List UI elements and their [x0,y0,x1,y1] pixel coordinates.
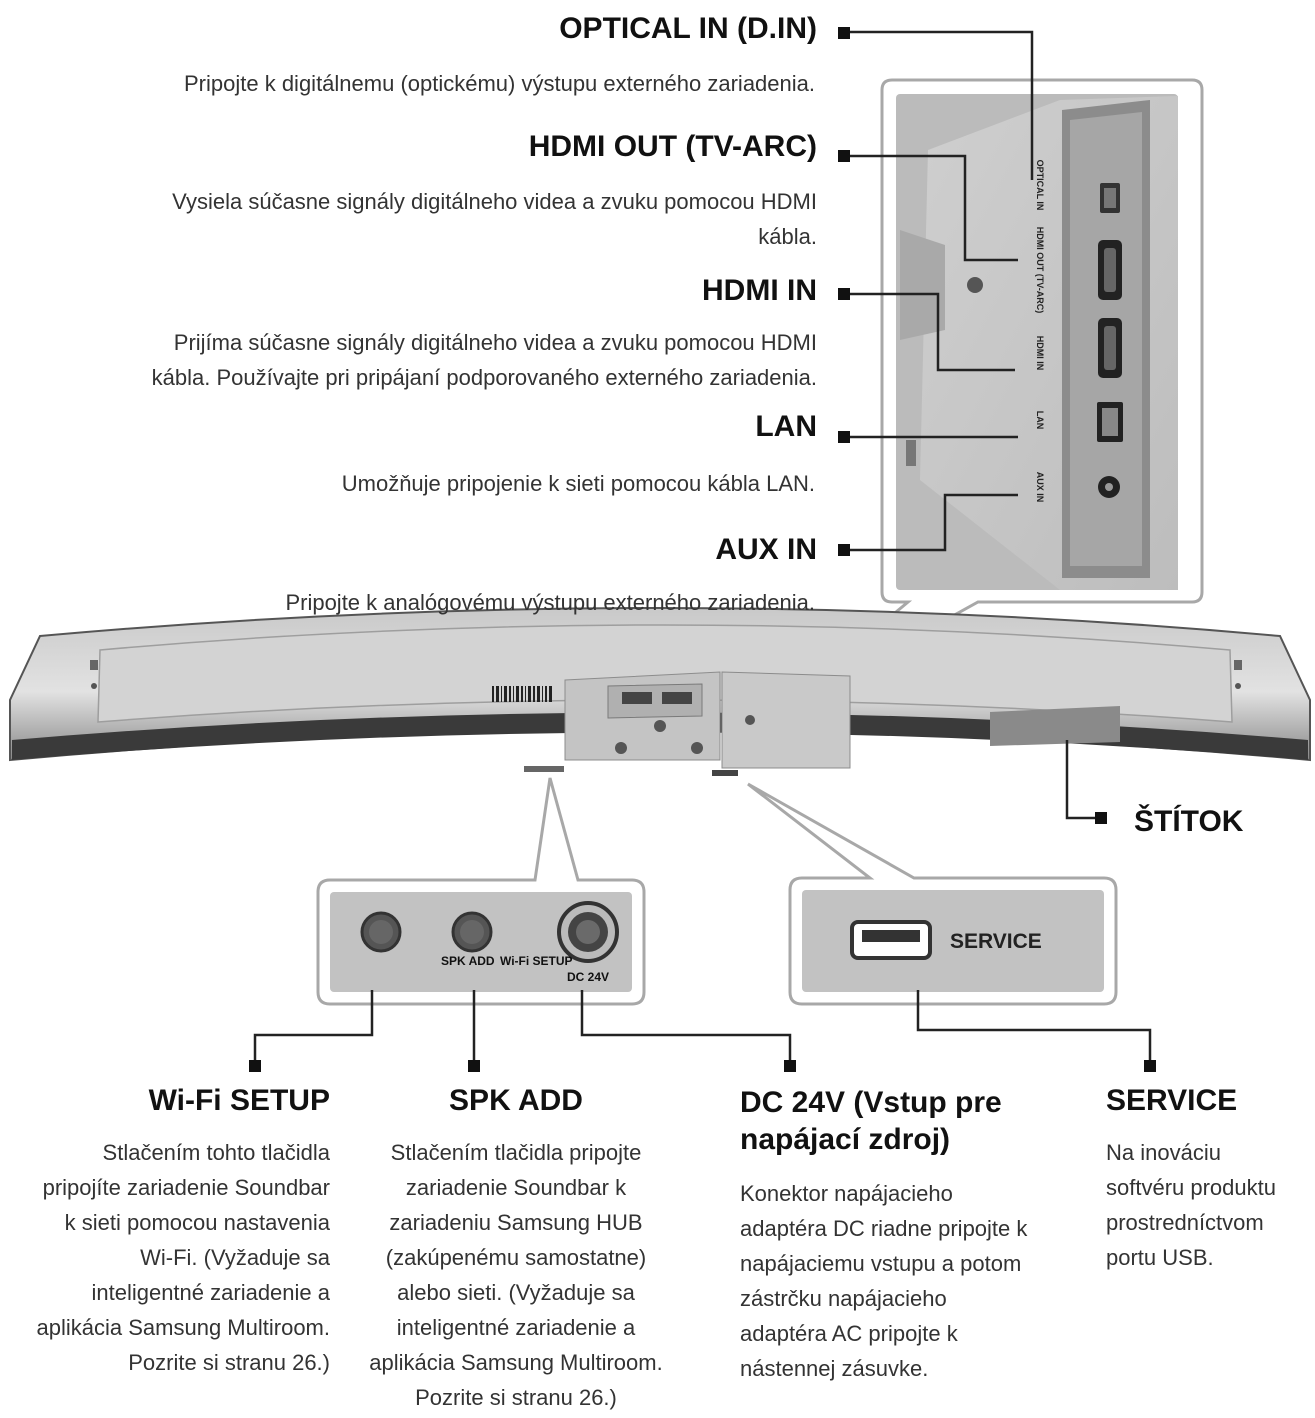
desc-line: Konektor napájacieho [740,1181,953,1206]
label-hdmi-in-title: HDMI IN [702,274,817,307]
label-spk-add-desc: Stlačením tlačidla pripojte zariadenie S… [346,1135,686,1415]
desc-line: inteligentné zariadenie a [91,1280,330,1305]
soundbar [9,607,1311,776]
marker-optical [838,27,850,39]
desc-line: pripojíte zariadenie Soundbar [42,1175,330,1200]
desc-line: Prijíma súčasne signály digitálneho vide… [173,330,817,355]
panel-text-dc: DC 24V [567,970,610,984]
panel-text-service: SERVICE [950,930,1042,953]
desc-line: Vysiela súčasne signály digitálneho vide… [172,189,817,214]
desc-line: inteligentné zariadenie a [396,1315,636,1340]
title-line: napájací zdroj) [740,1123,951,1156]
marker-wifi [249,1060,261,1072]
panel-label-hdmi-in: HDMI IN [1035,335,1045,371]
desc-line: k sieti pomocou nastavenia [64,1210,330,1235]
leader-lines [253,30,1152,1060]
marker-hdmi-out [838,150,850,162]
label-wifi-setup-title: Wi-Fi SETUP [148,1084,330,1117]
label-stitok: ŠTÍTOK [1134,805,1244,838]
desc-line: Stlačením tohto tlačidla [102,1140,330,1165]
label-wifi-setup-desc: Stlačením tohto tlačidla pripojíte zaria… [37,1135,330,1380]
label-spk-add-title: SPK ADD [449,1084,583,1117]
label-dc-desc: Konektor napájacieho adaptéra DC riadne … [740,1176,1027,1386]
title-line: DC 24V (Vstup pre [740,1086,1002,1119]
marker-aux [838,544,850,556]
marker-dc [784,1060,796,1072]
label-dc-title: DC 24V (Vstup pre napájací zdroj) [740,1084,1002,1158]
desc-line: Pozrite si stranu 26.) [128,1350,330,1375]
panel-text-wifi-setup: Wi-Fi SETUP [500,954,573,968]
marker-lan [838,431,850,443]
label-optical-in-desc: Pripojte k digitálnemu (optickému) výstu… [184,71,815,96]
label-hdmi-out-desc: Vysiela súčasne signály digitálneho vide… [172,184,817,254]
bottom-right-panel [747,782,1118,1006]
desc-line: nástennej zásuvke. [740,1356,929,1381]
marker-service [1144,1060,1156,1072]
label-service-desc: Na inováciu softvéru produktu prostrední… [1106,1135,1276,1275]
desc-line: alebo sieti. (Vyžaduje sa [397,1280,635,1305]
desc-line: kábla. Používajte pri pripájaní podporov… [151,365,817,390]
desc-line: aplikácia Samsung Multiroom. [36,1315,330,1340]
marker-stitok [1095,812,1107,824]
marker-hdmi-in [838,288,850,300]
label-optical-in-title: OPTICAL IN (D.IN) [559,12,817,45]
marker-spk [468,1060,480,1072]
bottom-left-panel [316,777,646,1006]
desc-line: Pozrite si stranu 26.) [415,1385,617,1410]
label-aux-in-desc: Pripojte k analógovému výstupu externého… [285,590,815,615]
desc-line: zástrčku napájacieho [740,1286,947,1311]
label-service-title: SERVICE [1106,1084,1238,1117]
desc-line: adaptéra AC pripojte k [740,1321,958,1346]
label-hdmi-out-title: HDMI OUT (TV-ARC) [528,130,817,163]
desc-line: Wi-Fi. (Vyžaduje sa [140,1245,330,1270]
desc-line: zariadeniu Samsung HUB [389,1210,643,1235]
desc-line: (zakúpenému samostatne) [385,1245,647,1270]
panel-label-aux: AUX IN [1035,471,1045,503]
desc-line: Na inováciu [1106,1140,1221,1165]
panel-label-optical: OPTICAL IN [1035,159,1045,211]
desc-line: aplikácia Samsung Multiroom. [369,1350,663,1375]
desc-line: zariadenie Soundbar k [405,1175,627,1200]
desc-line: prostredníctvom [1106,1210,1264,1235]
label-lan-desc: Umožňuje pripojenie k sieti pomocou kábl… [341,471,815,496]
panel-label-hdmi-out: HDMI OUT (TV-ARC) [1035,226,1045,314]
zoom-panel-back [771,78,1204,718]
desc-line: kábla. [758,224,817,249]
label-hdmi-in-desc: Prijíma súčasne signály digitálneho vide… [152,325,817,395]
desc-line: softvéru produktu [1106,1175,1276,1200]
panel-label-lan: LAN [1035,410,1045,430]
desc-line: adaptéra DC riadne pripojte k [740,1216,1028,1241]
desc-line: napájaciemu vstupu a potom [740,1251,1022,1276]
panel-text-spk-add: SPK ADD [441,954,495,968]
desc-line: Stlačením tlačidla pripojte [390,1140,642,1165]
label-lan-title: LAN [755,410,817,443]
label-aux-in-title: AUX IN [715,533,817,566]
desc-line: portu USB. [1106,1245,1214,1270]
